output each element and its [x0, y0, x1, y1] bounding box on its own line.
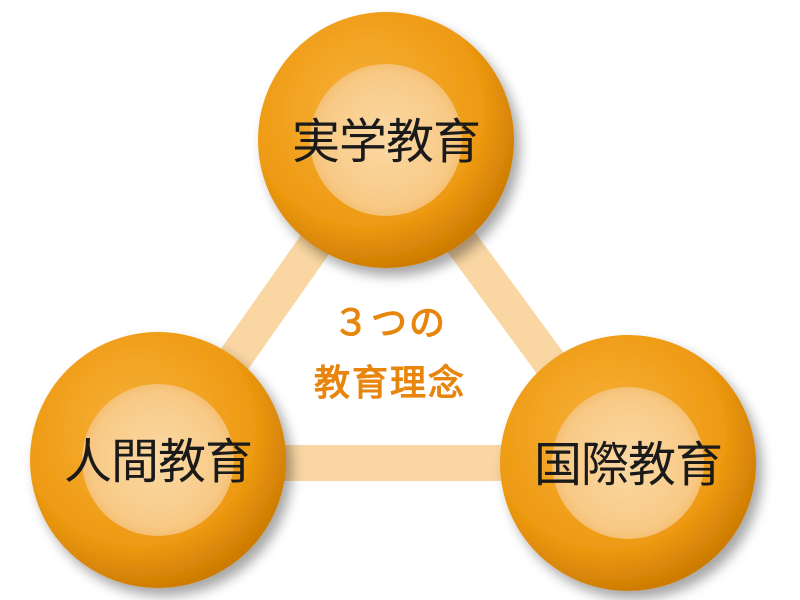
- node-top-label: 実学教育: [292, 114, 480, 170]
- center-caption: ３つの 教育理念: [314, 303, 466, 404]
- node-top: [258, 12, 514, 268]
- node-right-core: [552, 387, 704, 539]
- node-right: [500, 335, 756, 591]
- node-left: [30, 332, 286, 588]
- center-line-2: 教育理念: [314, 362, 466, 404]
- node-left-core: [82, 384, 234, 536]
- center-line-1: ３つの: [333, 303, 447, 344]
- node-right-label: 国際教育: [534, 437, 722, 493]
- node-left-label: 人間教育: [64, 434, 252, 490]
- node-top-core: [310, 64, 462, 216]
